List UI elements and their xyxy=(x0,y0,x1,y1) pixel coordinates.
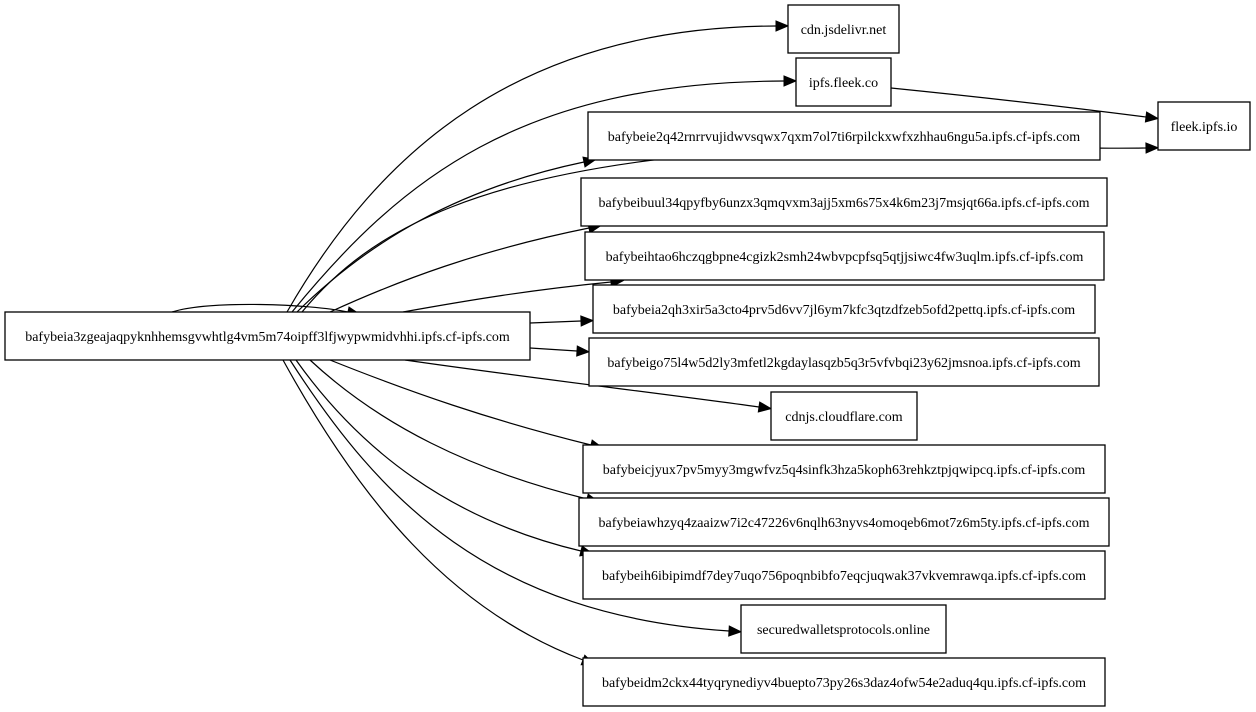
node-n5: bafybeigo75l4w5d2ly3mfetl2kgdaylasqzb5q3… xyxy=(588,337,1100,387)
node-label: bafybeia3zgeajaqpyknhhemsgvwhtlg4vm5m74o… xyxy=(25,330,510,345)
edge-line xyxy=(329,227,590,313)
edge-root-to-n2 xyxy=(329,222,603,313)
node-label: bafybeibuul34qpyfby6unzx3qmqvxm3ajj5xm6s… xyxy=(598,196,1089,211)
node-box xyxy=(582,550,1106,600)
edge-line xyxy=(329,359,592,446)
edge-root-to-cloudflare xyxy=(404,359,773,413)
arrowhead xyxy=(728,625,743,637)
node-box xyxy=(1157,101,1251,151)
arrowhead xyxy=(580,315,595,327)
edge-line xyxy=(286,25,777,313)
edge-line xyxy=(529,320,582,324)
edge-line xyxy=(404,359,760,408)
node-label: bafybeihtao6hczqgbpne4cgizk2smh24wbvpcpf… xyxy=(606,250,1084,265)
node-cloudflare: cdnjs.cloudflare.com xyxy=(770,391,918,441)
graph-nodes: bafybeia3zgeajaqpyknhhemsgvwhtlg4vm5m74o… xyxy=(4,4,1251,707)
edge-root-to-n5 xyxy=(529,345,591,357)
node-n6: bafybeicjyux7pv5myy3mgwfvz5q4sinfk3hza5k… xyxy=(582,444,1106,494)
node-label: bafybeia2qh3xir5a3cto4prv5d6vv7jl6ym7kfc… xyxy=(613,303,1075,318)
node-n4: bafybeia2qh3xir5a3cto4prv5d6vv7jl6ym7kfc… xyxy=(592,284,1096,334)
node-n2: bafybeibuul34qpyfby6unzx3qmqvxm3ajj5xm6s… xyxy=(580,177,1108,227)
arrowhead xyxy=(576,345,591,357)
node-box xyxy=(4,311,531,361)
node-box xyxy=(584,231,1105,281)
edge-line xyxy=(291,80,785,313)
arrowhead xyxy=(1145,142,1160,154)
node-n7: bafybeiawhzyq4zaaizw7i2c47226v6nqlh63nyv… xyxy=(578,497,1110,547)
arrowhead xyxy=(1144,111,1160,123)
arrowhead xyxy=(783,75,798,87)
node-label: ipfs.fleek.co xyxy=(809,76,878,91)
node-box xyxy=(587,111,1101,161)
node-label: bafybeie2q42rnrrvujidwvsqwx7qxm7ol7ti6rp… xyxy=(608,130,1081,145)
node-box xyxy=(787,4,900,54)
node-box xyxy=(740,604,947,654)
node-label: bafybeigo75l4w5d2ly3mfetl2kgdaylasqzb5q3… xyxy=(607,356,1080,371)
edge-line xyxy=(282,359,584,661)
edge-root-to-n4 xyxy=(529,315,595,327)
arrowhead xyxy=(775,20,790,32)
edge-root-to-n6 xyxy=(329,359,604,451)
node-box xyxy=(580,177,1108,227)
node-fleekco: ipfs.fleek.co xyxy=(795,57,892,107)
node-fleekio: fleek.ipfs.io xyxy=(1157,101,1251,151)
node-n8: bafybeih6ibipimdf7dey7uqo756poqnbibfo7eq… xyxy=(582,550,1106,600)
node-label: bafybeidm2ckx44tyqrynediyv4buepto73py26s… xyxy=(602,676,1086,691)
node-box xyxy=(770,391,918,441)
edge-line xyxy=(295,359,582,552)
node-n9: bafybeidm2ckx44tyqrynediyv4buepto73py26s… xyxy=(582,657,1106,707)
edge-line xyxy=(309,359,588,500)
node-label: bafybeih6ibipimdf7dey7uqo756poqnbibfo7eq… xyxy=(602,569,1086,584)
edge-root-to-n8 xyxy=(295,359,594,557)
node-label: cdn.jsdelivr.net xyxy=(801,23,887,38)
node-label: securedwalletsprotocols.online xyxy=(757,623,930,638)
node-jsdelivr: cdn.jsdelivr.net xyxy=(787,4,900,54)
node-label: bafybeiawhzyq4zaaizw7i2c47226v6nqlh63nyv… xyxy=(599,516,1090,531)
edge-root-to-n3 xyxy=(402,276,625,313)
node-box xyxy=(582,444,1106,494)
edge-root-to-jsdelivr xyxy=(286,20,790,313)
node-secured: securedwalletsprotocols.online xyxy=(740,604,947,654)
node-box xyxy=(795,57,892,107)
node-box xyxy=(592,284,1096,334)
edge-root-to-n9 xyxy=(282,359,596,666)
node-box xyxy=(578,497,1110,547)
edge-root-to-fleekco xyxy=(291,75,798,313)
node-n3: bafybeihtao6hczqgbpne4cgizk2smh24wbvpcpf… xyxy=(584,231,1105,281)
node-label: bafybeicjyux7pv5myy3mgwfvz5q4sinfk3hza5k… xyxy=(603,463,1086,478)
edge-root-to-secured xyxy=(289,359,743,637)
edge-line xyxy=(289,359,730,632)
edge-fleekco-to-fleekio xyxy=(890,87,1160,123)
edge-line xyxy=(402,281,612,313)
edge-line xyxy=(171,303,349,313)
arrowhead xyxy=(757,401,773,413)
node-label: cdnjs.cloudflare.com xyxy=(785,410,903,425)
node-box xyxy=(588,337,1100,387)
edge-line xyxy=(890,87,1147,118)
edge-line xyxy=(529,347,578,352)
edge-root-to-n7 xyxy=(309,359,600,505)
node-box xyxy=(582,657,1106,707)
node-label: fleek.ipfs.io xyxy=(1171,120,1238,135)
node-n1: bafybeie2q42rnrrvujidwvsqwx7qxm7ol7ti6rp… xyxy=(587,111,1101,161)
node-root: bafybeia3zgeajaqpyknhhemsgvwhtlg4vm5m74o… xyxy=(4,311,531,361)
